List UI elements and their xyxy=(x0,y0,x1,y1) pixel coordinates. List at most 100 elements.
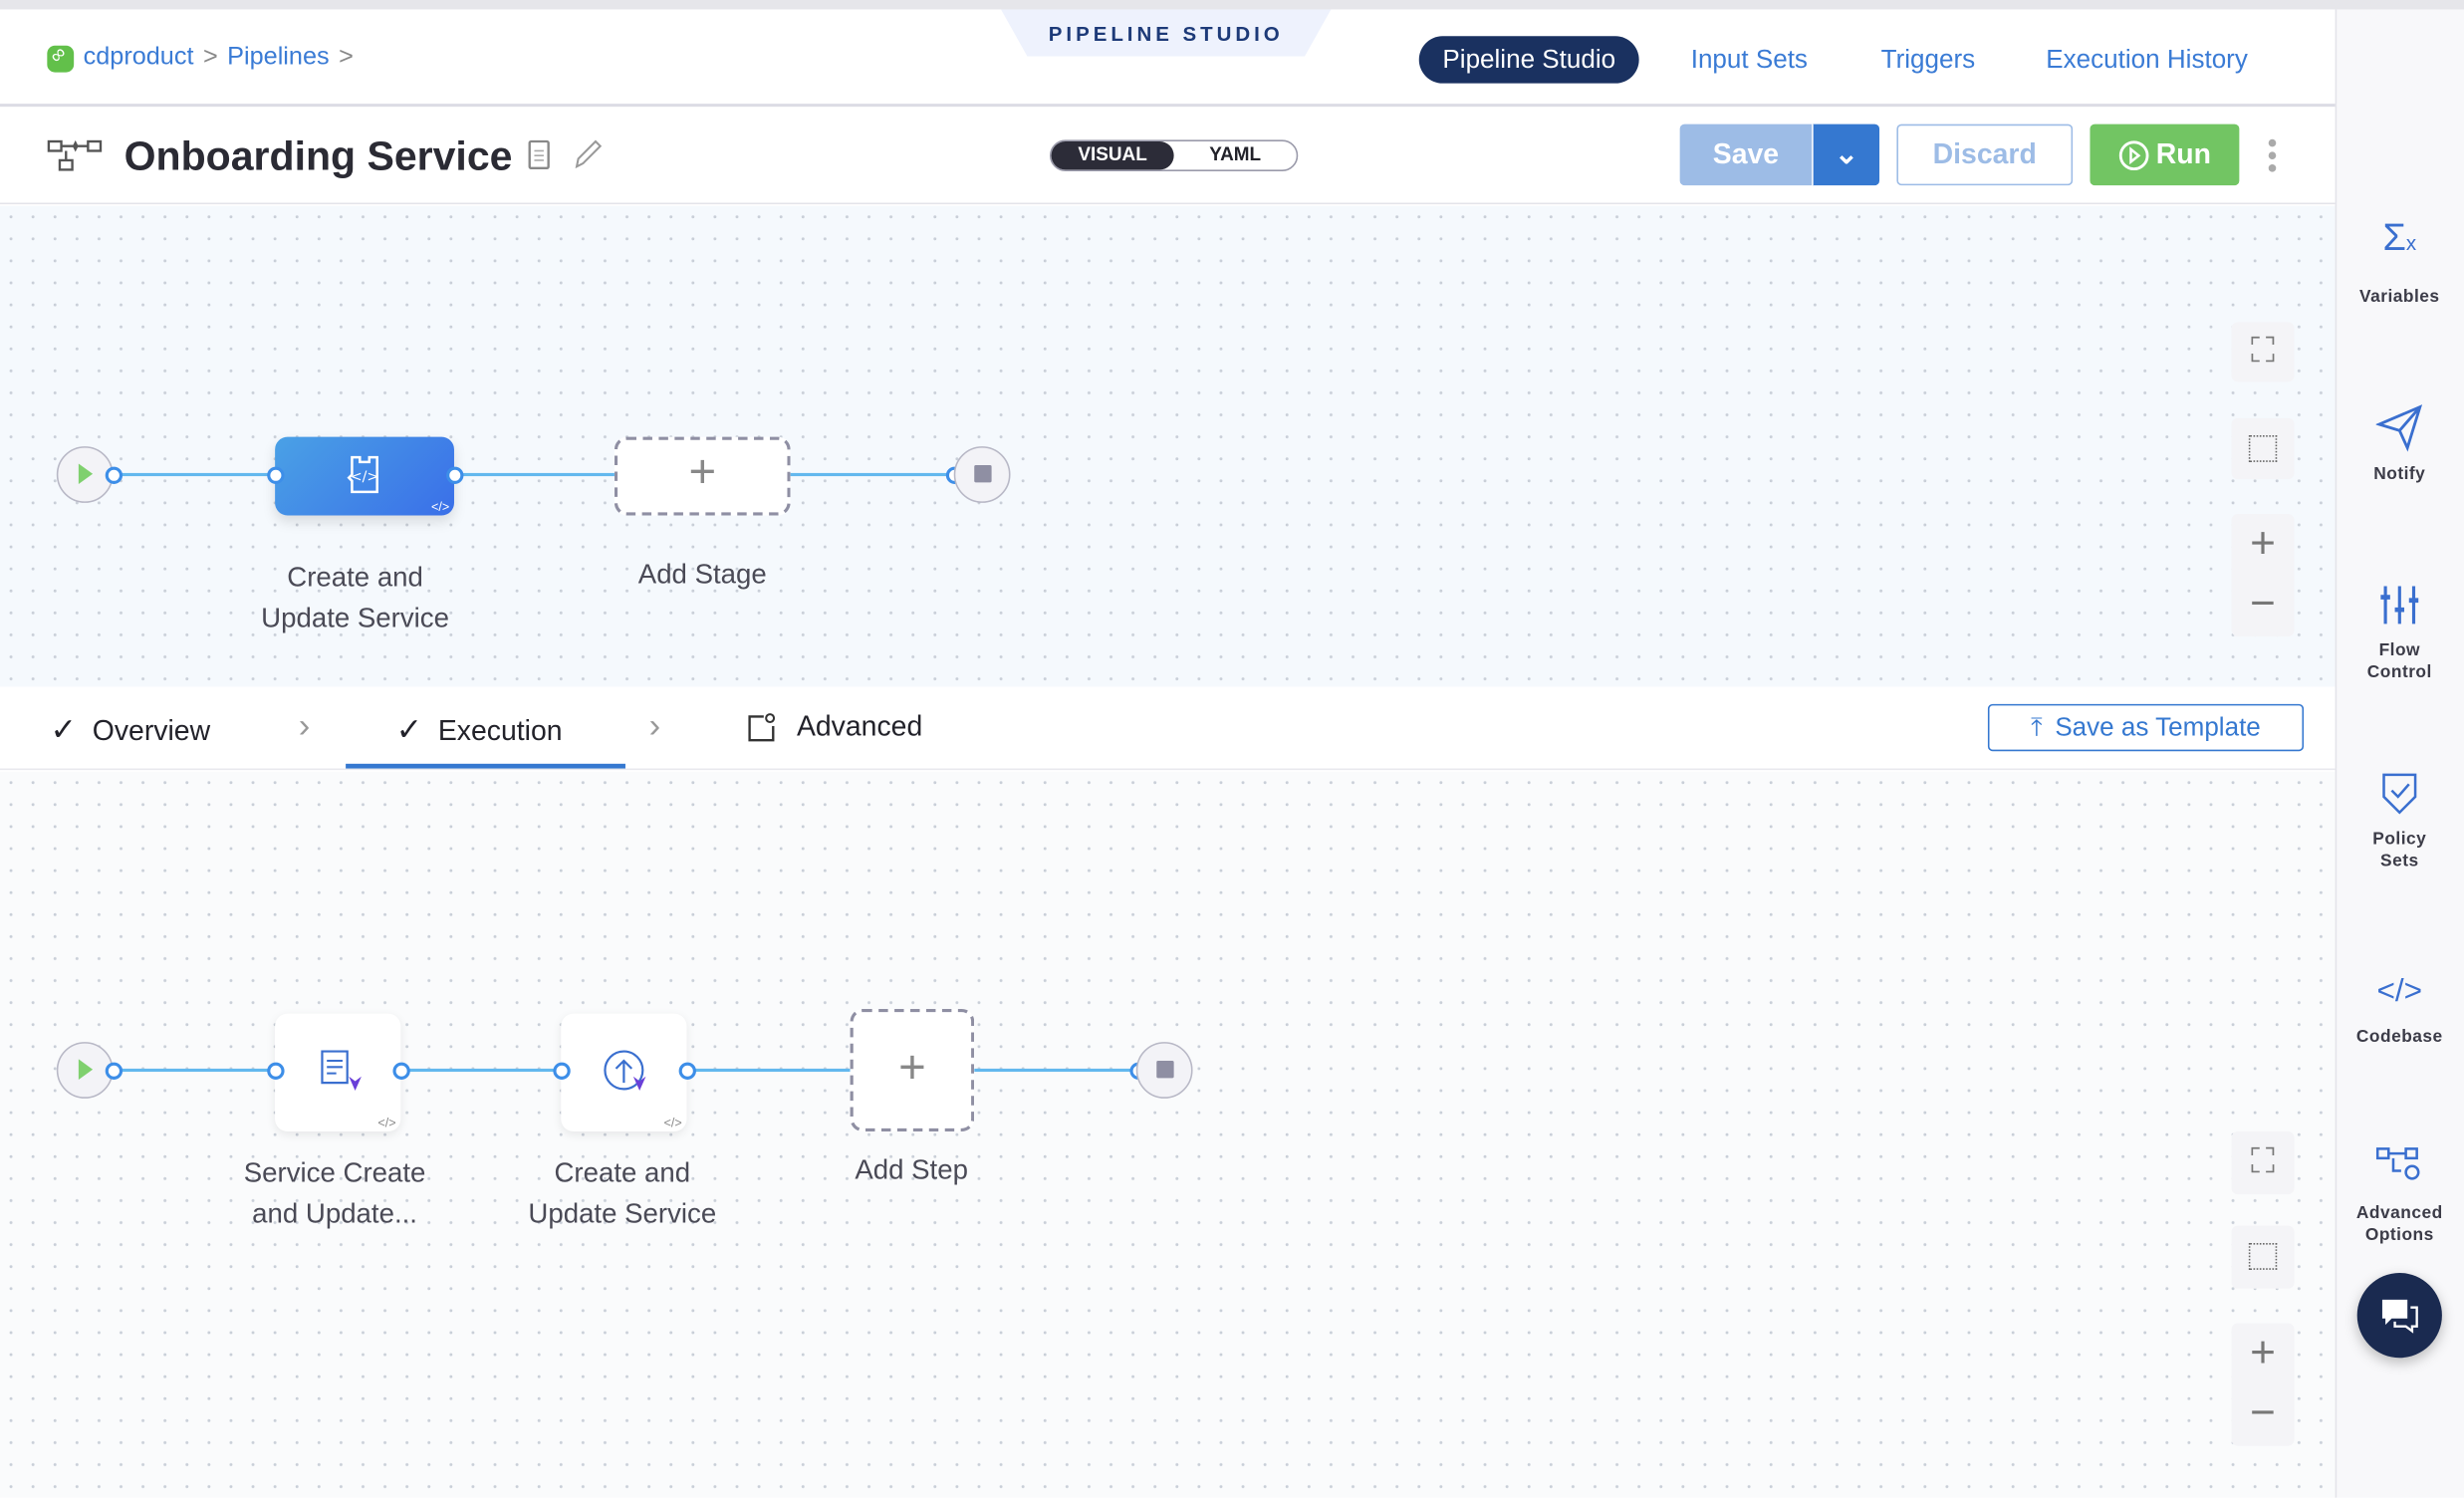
port xyxy=(553,1062,571,1080)
variables-icon: Σx xyxy=(2382,216,2417,260)
play-circle-icon xyxy=(2118,139,2149,170)
edit-icon[interactable] xyxy=(572,138,604,170)
breadcrumb-pipelines[interactable]: Pipelines xyxy=(227,44,330,72)
step-label-line: and Update... xyxy=(252,1197,417,1229)
run-button[interactable]: Run xyxy=(2090,124,2240,186)
breadcrumb: cdproduct > Pipelines > xyxy=(47,44,354,72)
nav-triggers[interactable]: Triggers xyxy=(1880,45,1976,75)
code-icon: </> xyxy=(2376,974,2423,1009)
chevron-right-icon: › xyxy=(648,705,661,745)
save-button[interactable]: Save xyxy=(1679,124,1813,186)
stop-icon xyxy=(974,465,992,483)
fullscreen-icon: ⛶ xyxy=(2250,330,2276,370)
port xyxy=(267,466,285,484)
sidebar-item-advanced-options[interactable]: Advanced Options xyxy=(2336,1140,2464,1246)
port xyxy=(267,1062,285,1080)
zoom-controls: +− xyxy=(2231,1323,2295,1446)
step-label-line: Create and xyxy=(554,1156,691,1188)
project-logo-icon xyxy=(47,44,75,72)
step-node-service-create-and-update[interactable]: </> xyxy=(275,1013,401,1132)
port xyxy=(446,466,464,484)
execution-canvas[interactable] xyxy=(0,771,2336,1498)
select-area-button[interactable] xyxy=(2231,417,2295,480)
tab-overview[interactable]: ✓ Overview xyxy=(50,710,210,749)
connector xyxy=(686,1068,851,1073)
marquee-icon xyxy=(2248,435,2278,462)
zoom-out-icon[interactable]: − xyxy=(2250,1387,2276,1437)
stop-icon xyxy=(1156,1061,1174,1079)
custom-stage-icon: </> xyxy=(347,455,379,494)
nav-input-sets[interactable]: Input Sets xyxy=(1690,45,1808,75)
sidebar-label: Notify xyxy=(2373,465,2426,484)
active-tab-underline xyxy=(346,763,625,769)
toggle-visual[interactable]: VISUAL xyxy=(1051,141,1174,170)
tab-execution[interactable]: ✓ Execution xyxy=(396,710,563,749)
chat-support-button[interactable] xyxy=(2356,1273,2442,1359)
fit-to-screen-button[interactable]: ⛶ xyxy=(2231,1131,2295,1195)
connector xyxy=(790,472,954,477)
select-area-button[interactable] xyxy=(2231,1225,2295,1289)
connector xyxy=(974,1068,1138,1073)
sidebar-item-policy-sets[interactable]: Policy Sets xyxy=(2336,770,2464,873)
shield-check-icon xyxy=(2382,773,2417,815)
toggle-yaml[interactable]: YAML xyxy=(1209,142,1262,165)
view-toggle[interactable]: VISUAL YAML xyxy=(1049,139,1299,171)
add-stage-label: Add Stage xyxy=(637,558,767,590)
plus-icon: + xyxy=(898,1042,926,1095)
pipeline-end-node xyxy=(953,446,1011,503)
discard-button[interactable]: Discard xyxy=(1896,124,2074,186)
sidebar-label: Flow Control xyxy=(2366,640,2432,682)
port xyxy=(392,1062,410,1080)
zoom-controls: +− xyxy=(2231,513,2295,637)
right-sidebar xyxy=(2335,9,2464,1498)
port xyxy=(678,1062,696,1080)
chevron-down-icon: ⌄ xyxy=(1835,137,1858,170)
pipeline-studio-label: PIPELINE STUDIO xyxy=(1001,9,1332,57)
stage-tabs xyxy=(0,686,2336,771)
breadcrumb-org[interactable]: cdproduct xyxy=(83,44,194,72)
add-step-button[interactable]: + xyxy=(850,1008,975,1132)
step-node-create-and-update-service[interactable]: </> xyxy=(561,1013,687,1132)
tab-advanced[interactable]: Advanced xyxy=(746,710,922,743)
add-stage-button[interactable]: + xyxy=(614,436,791,516)
upload-service-icon xyxy=(604,1050,646,1091)
stage-node-create-and-update-service[interactable]: </> </> xyxy=(275,436,454,516)
check-icon: ✓ xyxy=(395,713,423,749)
more-options-icon[interactable] xyxy=(2266,138,2279,173)
check-icon: ✓ xyxy=(50,713,77,749)
save-dropdown-button[interactable]: ⌄ xyxy=(1812,124,1880,186)
sliders-icon xyxy=(2380,586,2419,624)
sidebar-item-codebase[interactable]: </> Codebase xyxy=(2336,966,2464,1048)
chat-icon xyxy=(2381,1299,2418,1334)
save-as-template-button[interactable]: ⤒ Save as Template xyxy=(1987,703,2305,752)
connector xyxy=(113,472,276,477)
port xyxy=(105,466,123,484)
execution-end-node xyxy=(1135,1042,1193,1099)
run-label: Run xyxy=(2155,137,2211,170)
zoom-in-icon[interactable]: + xyxy=(2250,518,2276,568)
zoom-in-icon[interactable]: + xyxy=(2250,1328,2276,1377)
connector xyxy=(400,1068,562,1073)
code-icon: </> xyxy=(377,1116,396,1130)
fullscreen-icon: ⛶ xyxy=(2250,1140,2276,1180)
notes-icon[interactable] xyxy=(528,139,550,170)
sidebar-item-flow-control[interactable]: Flow Control xyxy=(2336,582,2464,684)
nav-pipeline-studio[interactable]: Pipeline Studio xyxy=(1418,36,1639,84)
connector xyxy=(453,472,615,477)
sidebar-label: Codebase xyxy=(2355,1027,2443,1047)
save-as-template-label: Save as Template xyxy=(2055,712,2261,741)
svg-text:</>: </> xyxy=(351,469,379,485)
nav-execution-history[interactable]: Execution History xyxy=(2046,45,2248,75)
pipeline-name: Onboarding Service xyxy=(123,131,513,179)
sidebar-item-notify[interactable]: Notify xyxy=(2336,402,2464,486)
zoom-out-icon[interactable]: − xyxy=(2250,578,2276,627)
step-label-line: Update Service xyxy=(528,1197,717,1229)
fit-to-screen-button[interactable]: ⛶ xyxy=(2231,322,2295,382)
sidebar-label: Variables xyxy=(2359,287,2440,307)
play-icon xyxy=(78,463,94,484)
upload-icon: ⤒ xyxy=(2031,712,2043,741)
